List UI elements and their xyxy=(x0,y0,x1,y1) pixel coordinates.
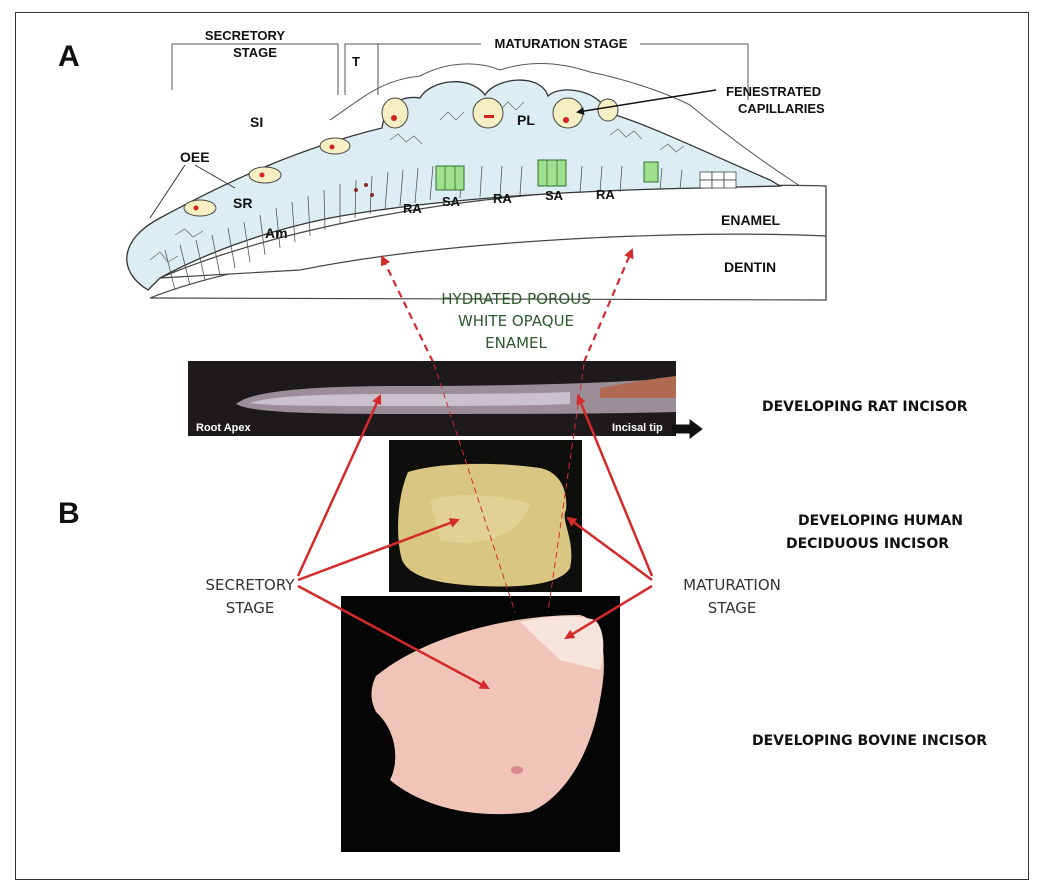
fenestrated-label-line2: CAPILLARIES xyxy=(738,101,825,116)
rat-root-apex-label: Root Apex xyxy=(196,422,251,434)
secretory-stage-heading-line1: SECRETORY xyxy=(205,28,286,43)
secretory-stage-heading-line2: STAGE xyxy=(233,45,277,60)
human-incisor-label-line1: DEVELOPING HUMAN xyxy=(798,513,963,529)
bovine-incisor-photo xyxy=(341,596,620,852)
label-am: Am xyxy=(265,225,288,241)
label-oee: OEE xyxy=(180,149,210,165)
stage-brackets xyxy=(171,43,749,100)
label-sa-1: SA xyxy=(442,194,461,209)
panel-letter-a: A xyxy=(58,40,80,73)
label-si: SI xyxy=(250,114,263,130)
panel-letter-b: B xyxy=(58,497,80,530)
label-sa-2: SA xyxy=(545,188,564,203)
ameloblast-cells xyxy=(164,165,703,291)
capillaries xyxy=(183,97,619,217)
stage-arrows xyxy=(296,394,654,690)
label-sr: SR xyxy=(233,195,252,211)
fenestrated-label-line1: FENESTRATED xyxy=(726,84,821,99)
maturation-stage-label-line2: STAGE xyxy=(708,599,757,617)
human-incisor-label-line2: DECIDUOUS INCISOR xyxy=(786,536,949,552)
maturation-stage-label-line1: MATURATION xyxy=(683,576,781,594)
porous-enamel-line2: WHITE OPAQUE xyxy=(458,312,574,330)
maturation-stage-heading: MATURATION STAGE xyxy=(495,36,628,51)
smooth-ended-ameloblasts xyxy=(435,159,659,191)
label-enamel: ENAMEL xyxy=(721,212,781,228)
bovine-incisor-label: DEVELOPING BOVINE INCISOR xyxy=(752,733,987,749)
transition-stage-heading: T xyxy=(352,54,360,69)
porous-enamel-line3: ENAMEL xyxy=(485,334,547,352)
rat-incisal-tip-label: Incisal tip xyxy=(612,422,663,434)
figure-frame xyxy=(15,12,1029,880)
incisal-direction-arrow xyxy=(671,419,703,439)
label-pl: PL xyxy=(517,112,535,128)
label-ra-2: RA xyxy=(493,191,512,206)
porous-enamel-line1: HYDRATED POROUS xyxy=(441,290,590,308)
label-ra-1: RA xyxy=(403,201,422,216)
rat-incisor-photo: Root Apex Incisal tip xyxy=(188,361,676,436)
rat-incisor-label: DEVELOPING RAT INCISOR xyxy=(762,399,968,415)
secretory-stage-label-line2: STAGE xyxy=(226,599,275,617)
label-ra-3: RA xyxy=(596,187,615,202)
human-incisor-photo xyxy=(389,440,582,592)
secretory-stage-label-line1: SECRETORY xyxy=(206,576,296,594)
label-dentin: DENTIN xyxy=(724,259,776,275)
